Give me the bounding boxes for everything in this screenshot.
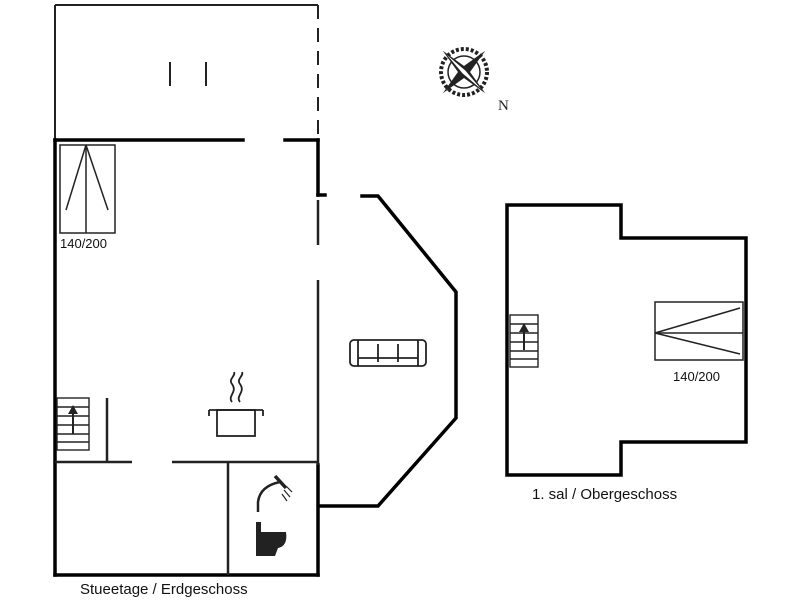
sofa-icon	[349, 339, 427, 367]
ground-floor-bed-label: 140/200	[60, 236, 107, 251]
upper-floor-bed-icon	[654, 301, 744, 361]
ground-floor-label: Stueetage / Erdgeschoss	[80, 581, 248, 598]
ground-floor-stairs-icon	[56, 397, 90, 451]
toilet-icon	[256, 522, 287, 556]
terrace	[54, 4, 319, 140]
upper-floor-bed-label: 140/200	[673, 369, 720, 384]
compass-north-label: N	[498, 98, 509, 114]
upper-floor-label: 1. sal / Obergeschoss	[532, 486, 678, 503]
compass-rose-icon	[439, 47, 489, 97]
kitchen-pot-icon	[208, 371, 264, 437]
upper-floor-walls	[505, 203, 748, 477]
upper-floor-stairs-icon	[509, 314, 539, 368]
ground-floor-walls	[53, 138, 458, 577]
ground-floor-interior	[55, 200, 320, 575]
shower-icon	[256, 474, 293, 512]
ground-floor-bed-icon	[59, 144, 116, 234]
